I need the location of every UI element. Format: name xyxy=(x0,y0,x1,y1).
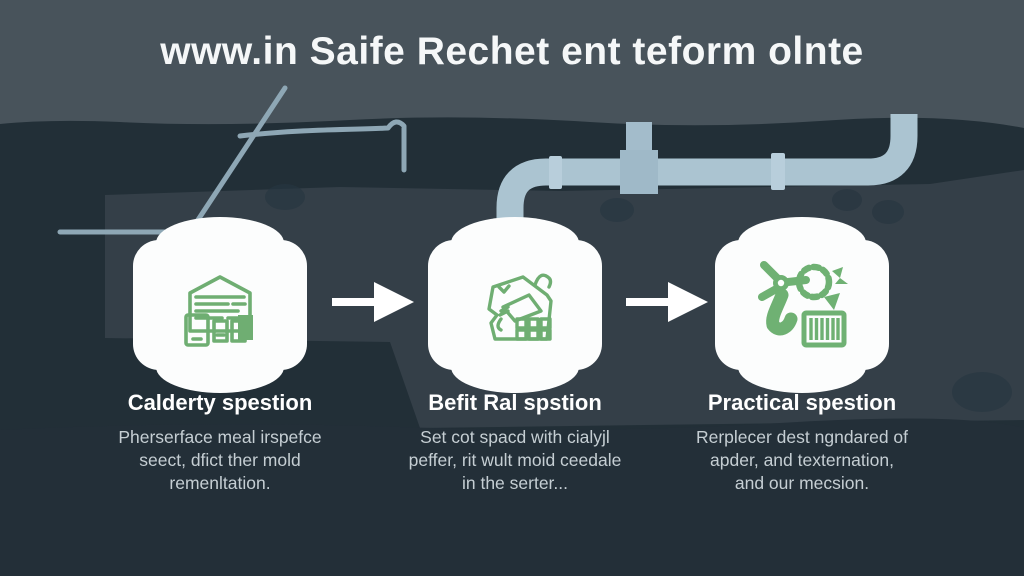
step-text-1: Calderty spestion Pherserface meal irspe… xyxy=(70,390,370,495)
step-body-line: apder, and texternation, xyxy=(710,450,894,470)
step-body-line: in the serter... xyxy=(461,473,569,493)
step-heading: Practical spestion xyxy=(707,390,897,415)
step-body-line: Pherserface meal irspefce xyxy=(118,427,322,447)
pipe-collar xyxy=(771,153,785,190)
step-card-2 xyxy=(428,240,602,370)
building-documents-icon xyxy=(172,257,268,353)
step-text-3: Practical spestion Rerplecer dest ngndar… xyxy=(652,390,952,495)
page-title: www.in Saife Rechet ent teform olnte xyxy=(160,30,864,73)
step-body-line: remenltation. xyxy=(169,473,271,493)
large-pipe xyxy=(496,114,918,244)
step-body-line: and our mecsion. xyxy=(734,473,870,493)
step-heading: Befit Ral spstion xyxy=(428,390,602,415)
house-inspection-icon xyxy=(467,257,563,353)
bottom-soil-layer xyxy=(0,418,1024,576)
step-heading: Calderty spestion xyxy=(127,390,313,415)
right-arrow-icon xyxy=(622,274,712,335)
step-text-2: Befit Ral spstion Set cot spacd with cia… xyxy=(365,390,665,495)
step-body-line: seect, dfict ther mold xyxy=(139,450,301,470)
pipe-collar xyxy=(549,156,562,189)
step-body-line: Set cot spacd with cialyjl xyxy=(420,427,610,447)
turbine-recycle-icon xyxy=(754,257,850,353)
header-band xyxy=(0,0,1024,128)
step-card-3 xyxy=(715,240,889,370)
step-body-line: Rerplecer dest ngndared of xyxy=(695,427,909,447)
right-arrow-icon xyxy=(328,274,418,335)
pipe-connector xyxy=(620,150,658,194)
step-body-line: peffer, rit wult moid ceedale xyxy=(408,450,622,470)
step-card-1 xyxy=(133,240,307,370)
